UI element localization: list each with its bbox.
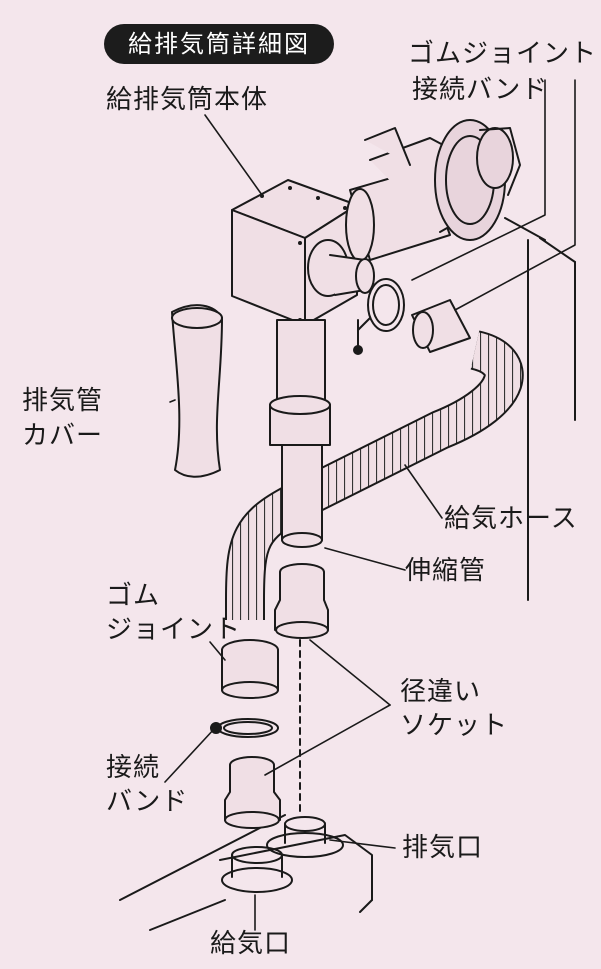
exhaust-pipe-cover-shape	[171, 304, 223, 478]
label-rubber-joint-left-1: ゴム	[106, 581, 161, 611]
label-connection-band-top: 接続バンド	[412, 75, 549, 105]
label-rubber-joint-left-2: ジョイント	[106, 615, 242, 645]
label-rubber-joint-top: ゴムジョイント	[408, 39, 598, 69]
horizontal-pipe	[345, 127, 471, 262]
connection-band-top-shape	[353, 278, 405, 355]
wall-outline	[504, 217, 576, 601]
exhaust-port-shape	[266, 816, 344, 858]
label-intake-hose: 給気ホース	[444, 504, 578, 534]
label-reducer-socket-1: 径違い	[400, 677, 482, 707]
diagram-title: 給排気筒詳細図	[104, 24, 334, 64]
label-exhaust-port: 排気口	[402, 833, 484, 863]
vertical-exhaust-pipe	[269, 319, 331, 548]
label-connection-band-left-2: バンド	[106, 787, 189, 817]
reducer-socket-lower-shape	[224, 756, 281, 829]
rubber-joint-left-shape	[221, 639, 279, 699]
label-main-body: 給排気筒本体	[106, 85, 269, 115]
label-reducer-socket-2: ソケット	[400, 711, 509, 741]
intake-hose-shape	[225, 330, 524, 620]
body-outlet	[307, 239, 375, 297]
reducer-socket-upper-shape	[274, 563, 329, 639]
label-expansion-pipe: 伸縮管	[405, 556, 487, 586]
label-connection-band-left-1: 接続	[106, 753, 161, 783]
leader-lines	[164, 79, 576, 931]
wall-flange	[434, 119, 521, 241]
label-exhaust-pipe-cover-2: カバー	[22, 421, 104, 451]
intake-port-shape	[221, 846, 293, 893]
label-exhaust-pipe-cover-1: 排気管	[22, 386, 104, 416]
floor-base	[119, 814, 373, 931]
connection-band-left-shape	[210, 718, 279, 738]
rubber-joint-top-shape	[411, 299, 471, 353]
label-intake-port: 給気口	[210, 929, 292, 959]
